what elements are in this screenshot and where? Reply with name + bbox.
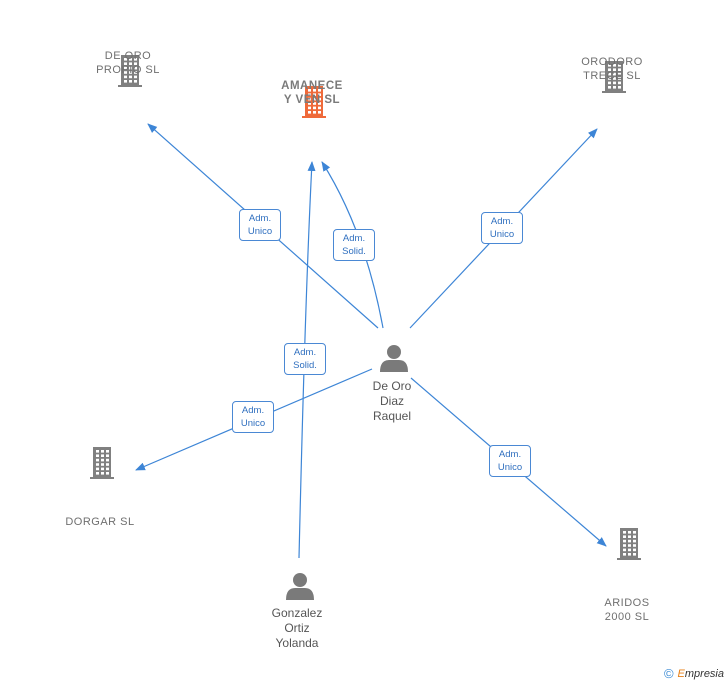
company-label-aridos[interactable]: ARIDOS 2000 SL (604, 597, 650, 623)
building-icon-dorgar[interactable] (90, 447, 114, 479)
building-icon-amanece[interactable] (302, 86, 326, 118)
person-icon-de-oro-diaz[interactable] (380, 345, 408, 372)
footer-branding: © Empresia (664, 666, 724, 681)
edge-label-aridos: Adm. Unico (489, 445, 531, 477)
edge-label-de-oro-propio: Adm. Unico (239, 209, 281, 241)
building-icon-orodoro[interactable] (602, 61, 626, 93)
edge-label-orodoro: Adm. Unico (481, 212, 523, 244)
edge-label-amanece-raquel: Adm. Solid. (333, 229, 375, 261)
building-icon-de-oro-propio[interactable] (118, 55, 142, 87)
edge-label-amanece-yolanda: Adm. Solid. (284, 343, 326, 375)
company-label-orodoro[interactable]: ORODORO TRECE SL (581, 56, 643, 82)
person-label-de-oro-diaz[interactable]: De Oro Diaz Raquel (372, 379, 412, 423)
company-label-amanece[interactable]: AMANECE Y VEN SL (281, 80, 343, 106)
person-label-gonzalez[interactable]: Gonzalez Ortiz Yolanda (271, 606, 323, 650)
copyright-icon: © (663, 666, 674, 681)
edge-gonzalez-to-amanece (298, 161, 316, 559)
company-label-de-oro-propio[interactable]: DE ORO PROPIO SL (96, 50, 160, 76)
company-label-dorgar[interactable]: DORGAR SL (65, 516, 135, 528)
edge-label-dorgar: Adm. Unico (232, 401, 274, 433)
person-icon-gonzalez[interactable] (286, 573, 314, 600)
brand-logo: Empresia (677, 667, 724, 680)
building-icon-aridos[interactable] (617, 528, 641, 560)
